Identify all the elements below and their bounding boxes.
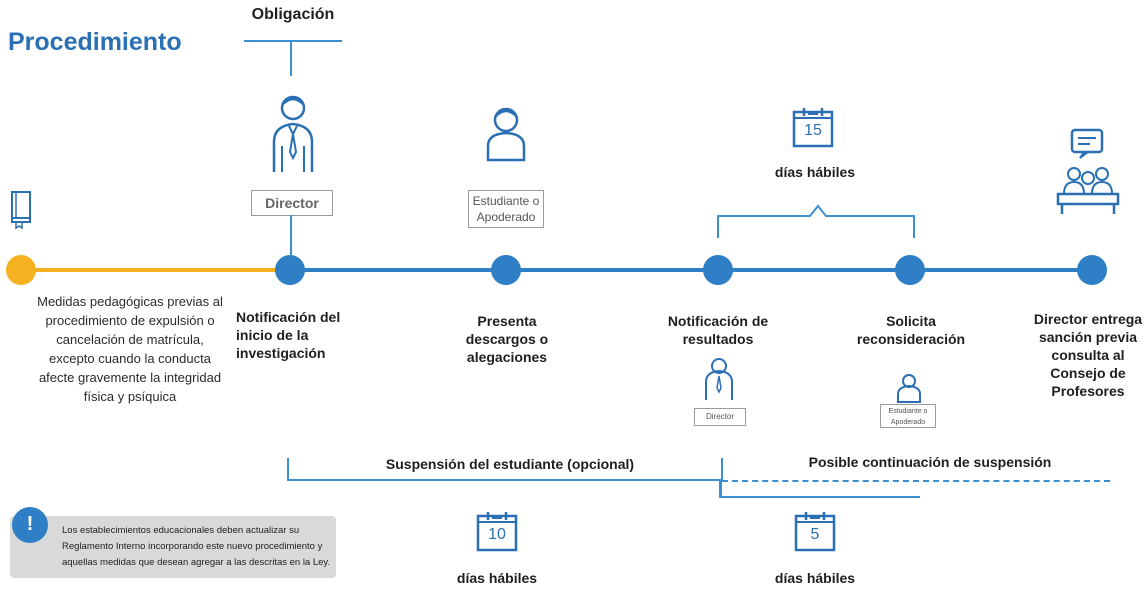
student-person-icon bbox=[486, 107, 526, 162]
obligacion-box bbox=[244, 2, 342, 42]
continuation-connector bbox=[720, 480, 722, 498]
continuation-label: Posible continuación de suspensión bbox=[808, 454, 1052, 470]
timeline-node-1 bbox=[6, 255, 36, 285]
timeline-orange-segment bbox=[22, 268, 292, 272]
calendar-label-5: días hábiles bbox=[774, 570, 856, 586]
timeline-node-5 bbox=[895, 255, 925, 285]
suspension-label: Suspensión del estudiante (opcional) bbox=[385, 456, 635, 472]
calendar-label-15: días hábiles bbox=[774, 164, 856, 180]
calendar-icon-5 bbox=[794, 512, 836, 552]
calendar-number-5: 5 bbox=[810, 526, 820, 543]
step-2-label: Notificación del inicio de la investigac… bbox=[236, 309, 341, 361]
director-tag: Director bbox=[251, 190, 333, 216]
director-connector bbox=[290, 215, 292, 257]
director-person-icon bbox=[272, 95, 314, 172]
step-1-label: Medidas pedagógicas previas al procedimi… bbox=[37, 294, 223, 404]
timeline-node-6 bbox=[1077, 255, 1107, 285]
student-small-icon bbox=[897, 374, 921, 403]
director-small-icon bbox=[705, 358, 733, 400]
obligacion-connector bbox=[290, 40, 292, 76]
calendar-icon-15 bbox=[792, 108, 834, 148]
timeline-node-3 bbox=[491, 255, 521, 285]
obligacion-label: Obligación bbox=[251, 6, 335, 23]
timeline-node-4 bbox=[703, 255, 733, 285]
book-icon bbox=[11, 191, 31, 230]
warning-icon: ! bbox=[12, 507, 48, 543]
step-4-label: Notificación de resultados bbox=[667, 313, 769, 347]
page-title: Procedimiento bbox=[8, 28, 182, 56]
timeline-blue-segment bbox=[290, 268, 1094, 272]
student-small-tag: Estudiante o Apoderado bbox=[880, 404, 936, 428]
continuation-bottom-line bbox=[720, 496, 920, 498]
step-5-label: Solicita reconsideración bbox=[856, 313, 966, 347]
step-3-label: Presenta descargos o alegaciones bbox=[465, 313, 549, 365]
calendar-number-10: 10 bbox=[488, 526, 506, 543]
timeline-node-2 bbox=[275, 255, 305, 285]
student-tag: Estudiante o Apoderado bbox=[468, 190, 544, 228]
director-small-tag: Director bbox=[694, 408, 746, 426]
step-6-label: Director entrega sanción previa consulta… bbox=[1033, 311, 1143, 399]
calendar-icon-10 bbox=[476, 512, 518, 552]
calendar-number-15: 15 bbox=[804, 122, 822, 139]
warning-note-text: Los establecimientos educacionales deben… bbox=[62, 525, 331, 568]
period-bracket-top bbox=[717, 204, 915, 238]
calendar-label-10: días hábiles bbox=[456, 570, 538, 586]
council-meeting-icon bbox=[1056, 128, 1120, 214]
continuation-dashed-line bbox=[722, 480, 1110, 482]
warning-note-box bbox=[10, 516, 336, 578]
